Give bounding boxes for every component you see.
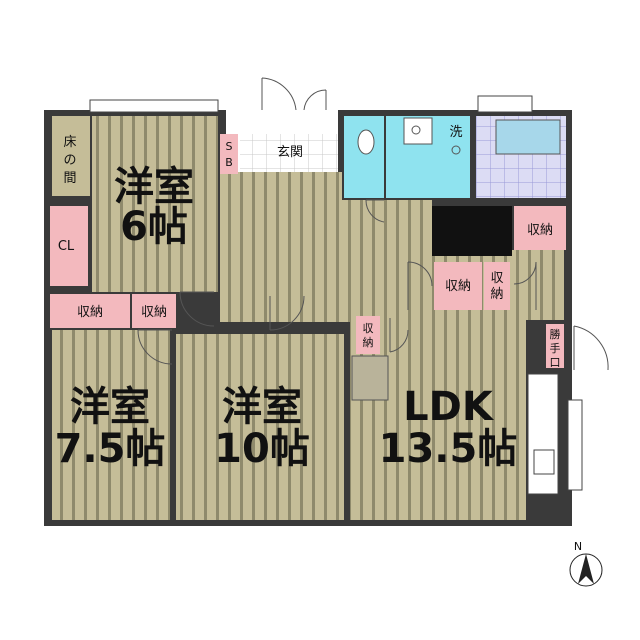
- shoebox-label-1: S: [226, 140, 233, 153]
- room-ldk-size: 13.5帖: [379, 426, 518, 472]
- storage-vertical-2-bottom: 納: [363, 336, 374, 349]
- room-ldk-name: LDK: [403, 384, 495, 430]
- wet-areas: [344, 116, 566, 198]
- room-western2-size: 7.5帖: [55, 426, 166, 472]
- back-door-label-1: 勝: [550, 327, 561, 341]
- room-western1-name: 洋室: [114, 164, 194, 210]
- stair-void: [432, 206, 512, 256]
- shoebox-label-2: B: [225, 156, 233, 169]
- room-western1-size: 6帖: [120, 204, 188, 250]
- tokonoma-label-2: の: [63, 153, 76, 168]
- north-compass: N: [569, 540, 603, 587]
- tokonoma-label-3: 間: [63, 171, 76, 186]
- door-swings: [137, 77, 609, 371]
- room-western3-name: 洋室: [222, 384, 302, 430]
- tokonoma-label-1: 床: [63, 135, 76, 150]
- storage-vertical-2-top: 収: [363, 322, 374, 335]
- closet-label: CL: [58, 239, 75, 254]
- kitchen-counter: [527, 373, 559, 495]
- room-western2-name: 洋室: [70, 384, 150, 430]
- stairs: [351, 355, 389, 401]
- storage-label-c: 収納: [445, 279, 471, 294]
- back-door-label-3: 口: [550, 356, 561, 369]
- washroom-label: 洗: [449, 125, 462, 140]
- storage-vertical-1-top: 収: [490, 271, 503, 286]
- storage-label-d: 収納: [527, 223, 553, 238]
- north-label: N: [574, 540, 582, 553]
- wood-floors: [52, 116, 564, 520]
- storage-areas: [50, 134, 566, 368]
- storage-vertical-1-bottom: 納: [490, 287, 503, 302]
- entrance-label: 玄関: [277, 145, 303, 160]
- storage-label-a: 収納: [77, 305, 103, 320]
- kitchen-sink: [533, 449, 555, 475]
- entrance-tiles: [240, 134, 338, 172]
- back-door-label-2: 手: [550, 341, 561, 355]
- windows: [89, 95, 583, 491]
- storage-label-b: 収納: [141, 305, 167, 320]
- room-western3-size: 10帖: [214, 426, 310, 472]
